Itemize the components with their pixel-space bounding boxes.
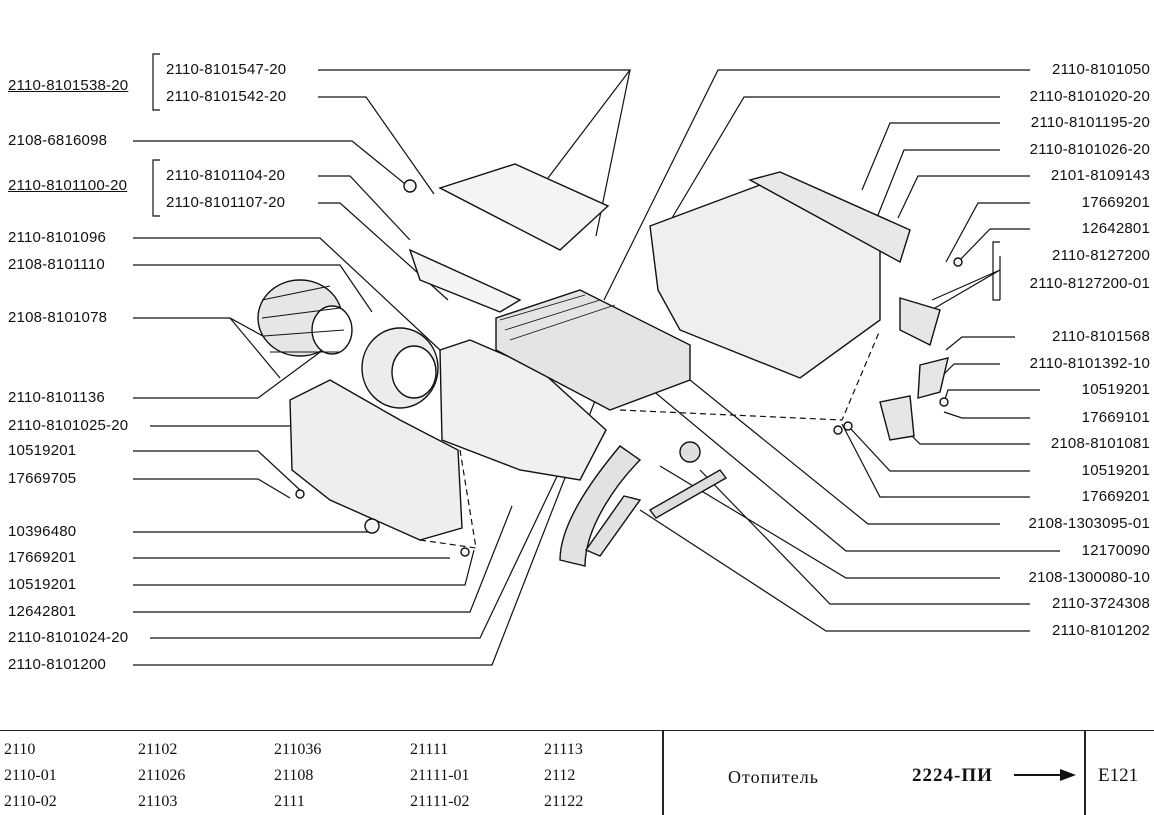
model-number: 21102 <box>138 741 178 758</box>
part-label[interactable]: 12170090 <box>1081 542 1150 559</box>
part-label[interactable]: 17669201 <box>1081 488 1150 505</box>
model-number: 21108 <box>274 767 314 784</box>
part-label-group[interactable]: 2110-8101538-20 <box>8 77 129 94</box>
part-label[interactable]: 2110-8127200-01 <box>1029 275 1150 292</box>
divider <box>662 731 664 815</box>
page-number: E121 <box>1098 765 1139 786</box>
part-label[interactable]: 2110-8101547-20 <box>166 61 287 78</box>
model-number: 2110 <box>4 741 36 758</box>
part-label[interactable]: 2110-8101107-20 <box>166 194 286 211</box>
section-code: 2224-ПИ <box>912 765 993 786</box>
part-label[interactable]: 2110-8127200 <box>1051 247 1150 264</box>
heater-parts-drawing <box>133 69 1060 666</box>
section-title: Отопитель <box>728 767 819 787</box>
part-label[interactable]: 2110-8101026-20 <box>1029 141 1150 158</box>
part-label[interactable]: 2110-8101542-20 <box>166 88 287 105</box>
arrow-right-icon <box>1014 769 1076 781</box>
part-label[interactable]: 12642801 <box>1081 220 1150 237</box>
part-label[interactable]: 2108-8101110 <box>8 256 105 273</box>
model-number: 211036 <box>274 741 322 758</box>
model-number: 21111 <box>410 741 449 758</box>
part-label[interactable]: 10519201 <box>1081 462 1150 479</box>
part-label[interactable]: 12642801 <box>8 603 77 620</box>
part-label[interactable]: 10396480 <box>8 523 77 540</box>
model-number: 21113 <box>544 741 583 758</box>
part-label[interactable]: 17669101 <box>1081 409 1150 426</box>
leader-line <box>318 69 632 179</box>
group-bracket <box>992 241 1000 301</box>
model-number: 2110-02 <box>4 793 57 810</box>
title-block: 2110 21102 211036 21111 21113 2110-01 21… <box>0 730 1154 815</box>
part-label[interactable]: 10519201 <box>8 576 77 593</box>
part-label-group[interactable]: 2110-8101100-20 <box>8 177 128 194</box>
model-number: 2112 <box>544 767 576 784</box>
part-label[interactable]: 2108-8101081 <box>1050 435 1150 452</box>
part-label[interactable]: 2110-8101050 <box>1051 61 1150 78</box>
model-number: 211026 <box>138 767 186 784</box>
divider <box>1084 731 1086 815</box>
part-label[interactable]: 2110-8101096 <box>8 229 107 246</box>
part-label[interactable]: 2110-8101200 <box>8 656 107 673</box>
group-bracket <box>152 53 160 217</box>
part-label[interactable]: 2110-8101195-20 <box>1030 114 1150 131</box>
model-number: 21103 <box>138 793 178 810</box>
heater-exploded-diagram: 2110-8101538-20 2110-8101547-20 2110-810… <box>8 53 1150 673</box>
part-label[interactable]: 17669201 <box>8 549 77 566</box>
model-number: 21111-01 <box>410 767 470 784</box>
part-label[interactable]: 2110-8101568 <box>1051 328 1150 345</box>
part-label[interactable]: 2108-6816098 <box>8 132 108 149</box>
part-label[interactable]: 2110-3724308 <box>1051 595 1150 612</box>
part-label[interactable]: 2108-8101078 <box>8 309 108 326</box>
part-label[interactable]: 2110-8101020-20 <box>1029 88 1150 105</box>
model-number: 2111 <box>274 793 305 810</box>
model-number: 21111-02 <box>410 793 470 810</box>
part-label[interactable]: 2110-8101392-10 <box>1029 355 1150 372</box>
part-label[interactable]: 10519201 <box>1081 381 1150 398</box>
part-label[interactable]: 17669705 <box>8 470 77 487</box>
model-number: 2110-01 <box>4 767 57 784</box>
part-label[interactable]: 2110-8101136 <box>8 389 105 406</box>
part-label[interactable]: 17669201 <box>1081 194 1150 211</box>
part-label[interactable]: 2110-8101202 <box>1051 622 1150 639</box>
part-label[interactable]: 10519201 <box>8 442 77 459</box>
part-label[interactable]: 2110-8101024-20 <box>8 629 129 646</box>
model-number: 21122 <box>544 793 584 810</box>
part-label[interactable]: 2108-1300080-10 <box>1028 569 1150 586</box>
part-label[interactable]: 2110-8101025-20 <box>8 417 129 434</box>
part-label[interactable]: 2101-8109143 <box>1050 167 1150 184</box>
part-label[interactable]: 2110-8101104-20 <box>166 167 286 184</box>
part-label[interactable]: 2108-1303095-01 <box>1028 515 1150 532</box>
